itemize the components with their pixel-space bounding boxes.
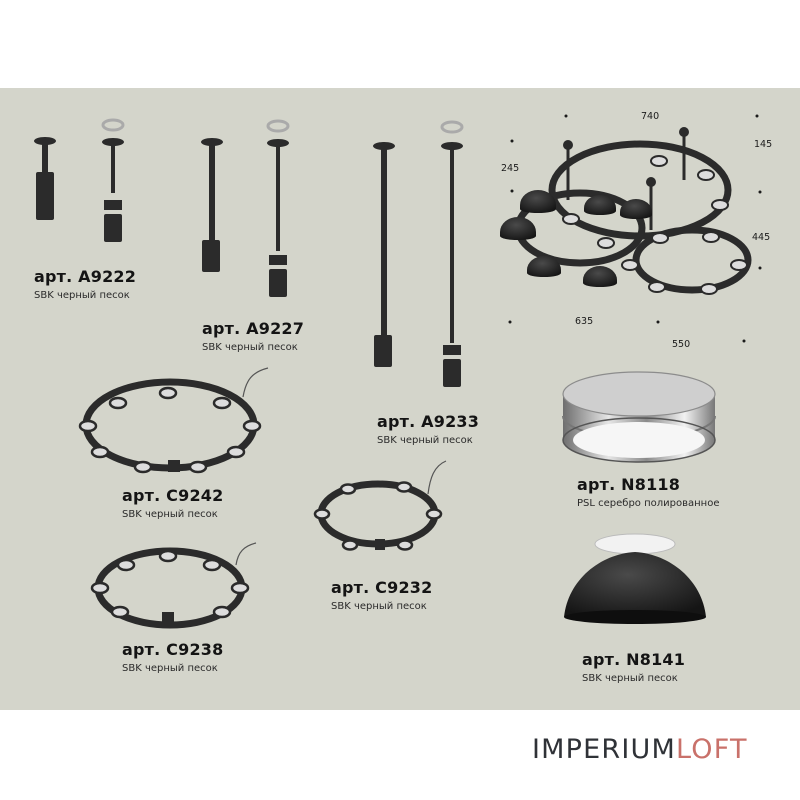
- ring-c9238-illustration: [90, 542, 257, 629]
- dimension-right-top: 145: [754, 139, 773, 150]
- shade-n8118-illustration: [562, 371, 716, 463]
- product-code: арт. A9233: [377, 412, 480, 431]
- brand-name-accent: LOFT: [675, 734, 748, 765]
- caption-n8141: арт. N8141 SBK черный песок: [582, 650, 686, 685]
- product-code: арт. A9222: [34, 267, 137, 286]
- product-code: арт. C9232: [331, 578, 433, 597]
- product-finish: SBK черный песок: [122, 663, 218, 675]
- product-finish: SBK черный песок: [582, 673, 678, 685]
- product-code: арт. N8141: [582, 650, 686, 669]
- brand-name-main: IMPERIUM: [532, 734, 676, 765]
- dimension-bottom-right: 550: [672, 339, 691, 350]
- caption-a9222: арт. A9222 SBK черный песок: [34, 267, 137, 302]
- shade-n8141-illustration: [564, 533, 706, 624]
- caption-c9232: арт. C9232 SBK черный песок: [331, 578, 433, 613]
- product-code: арт. A9227: [202, 319, 305, 338]
- caption-n8118: арт. N8118 PSL серебро полированное: [577, 475, 720, 510]
- product-finish: SBK черный песок: [34, 290, 130, 302]
- product-finish: PSL серебро полированное: [577, 498, 720, 510]
- mount-a9233-illustration: [373, 120, 464, 387]
- caption-a9233: арт. A9233 SBK черный песок: [377, 412, 480, 447]
- mount-a9222-illustration: [34, 118, 125, 242]
- product-finish: SBK черный песок: [122, 509, 218, 521]
- brand-logo: IMPERIUMLOFT: [532, 734, 748, 765]
- ring-c9242-illustration: [78, 367, 269, 474]
- product-finish: SBK черный песок: [202, 342, 298, 354]
- dimension-left: 245: [501, 163, 520, 174]
- mount-a9227-illustration: [201, 119, 290, 297]
- dimension-bottom-left: 635: [575, 316, 594, 327]
- caption-a9227: арт. A9227 SBK черный песок: [202, 319, 305, 354]
- dimension-top: 740: [641, 111, 660, 122]
- product-code: арт. C9238: [122, 640, 224, 659]
- caption-c9242: арт. C9242 SBK черный песок: [122, 486, 224, 521]
- dimension-right: 445: [752, 232, 771, 243]
- caption-c9238: арт. C9238 SBK черный песок: [122, 640, 224, 675]
- assembled-chandelier-illustration: [500, 114, 762, 343]
- product-finish: SBK черный песок: [377, 435, 473, 447]
- product-code: арт. N8118: [577, 475, 681, 494]
- product-code: арт. C9242: [122, 486, 224, 505]
- ring-c9232-illustration: [313, 460, 447, 551]
- product-finish: SBK черный песок: [331, 601, 427, 613]
